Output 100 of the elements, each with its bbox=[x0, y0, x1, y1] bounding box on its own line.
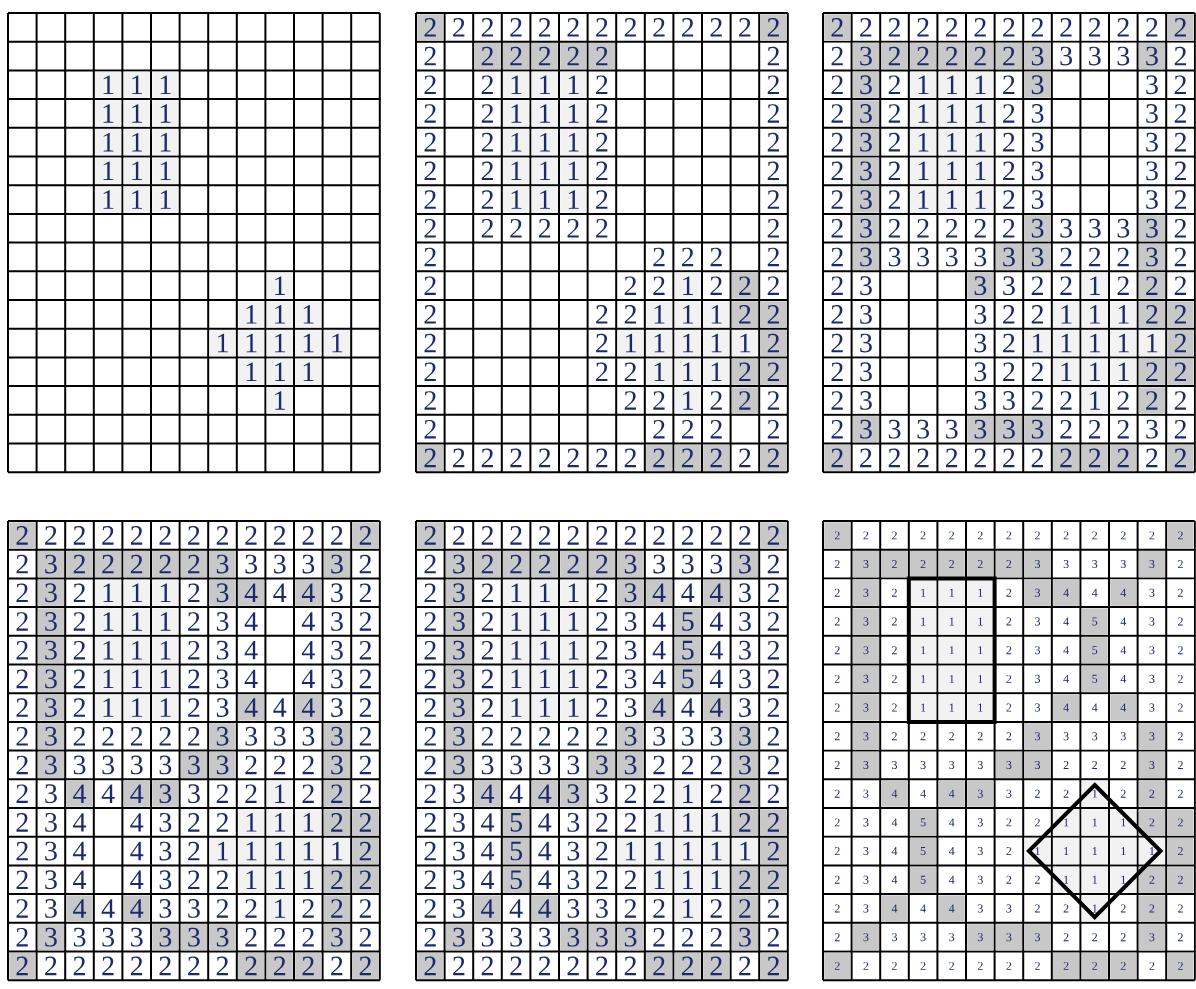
cell-number: 3 bbox=[73, 755, 86, 775]
cell-number: 2 bbox=[567, 956, 579, 976]
cell-number: 2 bbox=[1174, 247, 1186, 267]
cell-number: 2 bbox=[481, 669, 493, 689]
shaded-cell: 1 bbox=[503, 157, 530, 184]
cell-number: 3 bbox=[1035, 674, 1041, 683]
cell-number: 2 bbox=[767, 899, 779, 918]
cell-number: 3 bbox=[510, 755, 522, 775]
shaded-cell: 2 bbox=[417, 444, 444, 471]
shaded-cell: 1 bbox=[531, 579, 558, 606]
cell-number: 2 bbox=[892, 531, 897, 540]
shaded-cell: 1 bbox=[674, 809, 701, 836]
cell-number: 2 bbox=[359, 784, 371, 803]
shaded-cell: 2 bbox=[1053, 444, 1080, 471]
shaded-cell: 1 bbox=[1110, 838, 1137, 865]
shaded-cell: 3 bbox=[560, 924, 587, 951]
cell-number: 4 bbox=[301, 612, 315, 631]
cell-number: 2 bbox=[892, 617, 897, 626]
cell-number: 2 bbox=[424, 391, 436, 410]
cell-number: 2 bbox=[834, 588, 840, 597]
cell-number: 2 bbox=[359, 554, 371, 574]
cell-number: 2 bbox=[1060, 419, 1072, 439]
shaded-cell: 3 bbox=[852, 608, 879, 635]
cell-number: 4 bbox=[538, 870, 552, 889]
shaded-cell: 1 bbox=[95, 579, 122, 606]
cell-number: 2 bbox=[16, 841, 28, 861]
cell-number: 3 bbox=[45, 841, 57, 861]
cell-number: 2 bbox=[767, 927, 779, 947]
cell-number: 2 bbox=[624, 784, 636, 803]
cell-number: 4 bbox=[1120, 617, 1127, 626]
shaded-cell: 2 bbox=[760, 952, 787, 979]
shaded-cell: 1 bbox=[967, 694, 994, 721]
shaded-cell: 4 bbox=[474, 780, 501, 807]
cell-number: 2 bbox=[767, 161, 779, 181]
shaded-cell: 2 bbox=[352, 866, 379, 893]
shaded-cell: 3 bbox=[852, 129, 879, 156]
shaded-cell: 2 bbox=[703, 952, 730, 979]
cell-number: 2 bbox=[1149, 961, 1155, 970]
cell-number: 2 bbox=[1117, 391, 1129, 410]
cell-number: 2 bbox=[739, 18, 751, 37]
cell-number: 2 bbox=[1006, 646, 1012, 655]
cell-number: 2 bbox=[45, 956, 57, 976]
shaded-cell: 4 bbox=[703, 694, 730, 721]
cell-number: 2 bbox=[624, 956, 636, 976]
cell-number: 2 bbox=[16, 583, 28, 603]
cell-number: 3 bbox=[188, 784, 200, 804]
shaded-cell: 1 bbox=[703, 809, 730, 836]
shaded-cell: 4 bbox=[1053, 694, 1080, 721]
cell-number: 3 bbox=[1146, 104, 1158, 123]
cell-number: 3 bbox=[946, 419, 958, 439]
cell-number: 2 bbox=[831, 132, 843, 152]
cell-number: 3 bbox=[1149, 617, 1155, 626]
shaded-cell: 1 bbox=[1081, 866, 1108, 893]
cell-number: 4 bbox=[273, 698, 287, 717]
shaded-cell: 2 bbox=[1110, 952, 1137, 979]
cell-number: 2 bbox=[1174, 276, 1186, 295]
cell-number: 3 bbox=[596, 899, 608, 918]
cell-number: 2 bbox=[16, 899, 28, 918]
cell-number: 2 bbox=[302, 927, 314, 947]
shaded-cell: 1 bbox=[295, 809, 322, 836]
shaded-cell: 1 bbox=[503, 694, 530, 721]
cell-number: 3 bbox=[331, 640, 343, 660]
cell-number: 2 bbox=[567, 448, 579, 468]
cell-number: 4 bbox=[244, 669, 258, 689]
cell-number: 2 bbox=[710, 526, 722, 545]
cell-number: 2 bbox=[596, 640, 608, 660]
shaded-cell: 4 bbox=[123, 780, 150, 807]
cell-number: 2 bbox=[538, 956, 551, 976]
shaded-cell: 2 bbox=[1081, 952, 1108, 979]
shaded-cell: 2 bbox=[881, 43, 908, 70]
shaded-cell: 3 bbox=[560, 780, 587, 807]
shaded-cell: 3 bbox=[1138, 43, 1165, 70]
shaded-cell: 1 bbox=[910, 71, 937, 98]
cell-number: 2 bbox=[1146, 18, 1158, 37]
cell-number: 2 bbox=[359, 727, 371, 746]
shaded-cell: 5 bbox=[674, 665, 701, 692]
cell-number: 3 bbox=[1060, 218, 1072, 238]
cell-number: 2 bbox=[945, 448, 958, 468]
cell-number: 2 bbox=[73, 612, 85, 631]
cell-number: 3 bbox=[481, 927, 494, 947]
shaded-cell: 4 bbox=[66, 895, 93, 922]
cell-number: 2 bbox=[73, 669, 85, 689]
shaded-cell: 1 bbox=[503, 71, 530, 98]
shaded-cell: 3 bbox=[209, 551, 236, 578]
shaded-cell: 1 bbox=[910, 129, 937, 156]
cell-number: 3 bbox=[949, 933, 955, 942]
cell-number: 3 bbox=[331, 698, 343, 717]
cell-number: 2 bbox=[567, 526, 579, 545]
cell-number: 2 bbox=[1063, 933, 1069, 942]
shaded-cell: 1 bbox=[503, 129, 530, 156]
cell-number: 2 bbox=[1174, 75, 1186, 94]
shaded-cell: 1 bbox=[646, 358, 673, 385]
shaded-cell: 1 bbox=[674, 358, 701, 385]
cell-number: 2 bbox=[834, 875, 840, 884]
shaded-cell: 1 bbox=[646, 838, 673, 865]
cell-number: 4 bbox=[920, 789, 926, 798]
cell-number: 2 bbox=[1063, 531, 1069, 540]
cell-number: 2 bbox=[653, 784, 665, 803]
shaded-cell: 1 bbox=[1081, 358, 1108, 385]
cell-number: 2 bbox=[710, 784, 722, 803]
